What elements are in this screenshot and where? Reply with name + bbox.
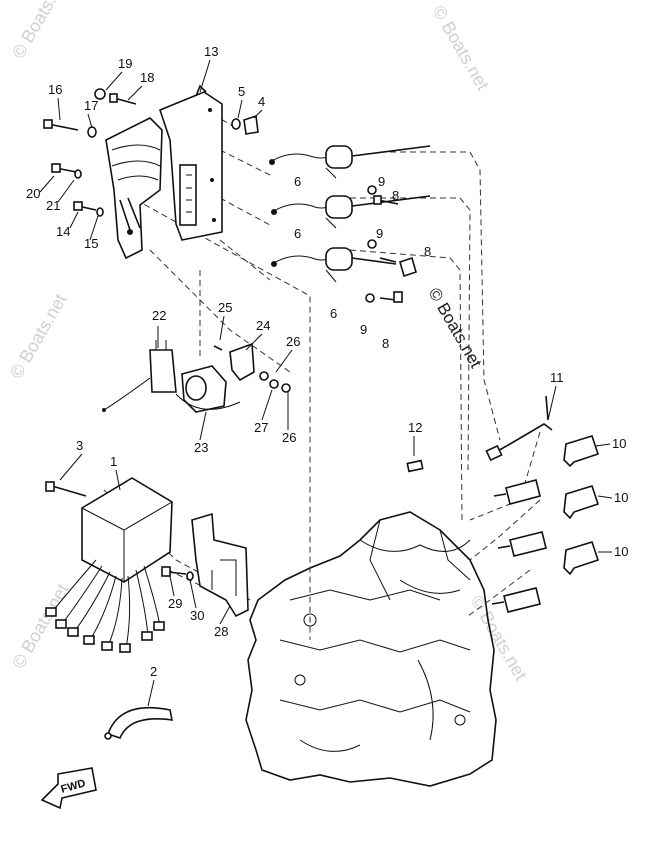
- label-27: 27: [254, 420, 268, 435]
- fasteners-top-left: [43, 88, 137, 217]
- label-8-a: 8: [392, 188, 399, 203]
- rectifier-assembly: [102, 340, 291, 413]
- label-5: 5: [238, 84, 245, 99]
- label-10-a: 10: [612, 436, 626, 451]
- part-28-bracket: [161, 512, 249, 618]
- label-23: 23: [194, 440, 208, 455]
- label-26-b: 26: [282, 430, 296, 445]
- label-6-a: 6: [294, 174, 301, 189]
- coil-fasteners: [365, 185, 403, 303]
- part-2-band-clamp: [104, 706, 174, 740]
- label-11: 11: [550, 370, 564, 385]
- callout-leaders: [39, 59, 613, 707]
- part-number-labels: 13 19 18 16 17 5 4 20 21 14 15 6 9 8 6 9…: [26, 44, 628, 679]
- label-8-c: 8: [382, 336, 389, 351]
- label-2: 2: [150, 664, 157, 679]
- ignition-coil-3: [271, 247, 417, 283]
- label-14: 14: [56, 224, 70, 239]
- spark-plug-3: [491, 541, 600, 613]
- label-29: 29: [168, 596, 182, 611]
- label-25: 25: [218, 300, 232, 315]
- fwd-direction-arrow: FWD: [40, 767, 97, 810]
- spark-plug-2: [497, 485, 600, 557]
- parts-4-5: [231, 114, 259, 135]
- watermark-mid-left: © Boats.net: [6, 290, 70, 382]
- label-30: 30: [190, 608, 204, 623]
- part-12-pin: [406, 459, 424, 473]
- part-11-sensor: [485, 395, 553, 462]
- label-10-b: 10: [614, 490, 628, 505]
- ignition-coil-2: [271, 195, 431, 229]
- label-4: 4: [258, 94, 265, 109]
- label-19: 19: [118, 56, 132, 71]
- spark-plug-1: [493, 435, 600, 505]
- label-28: 28: [214, 624, 228, 639]
- watermark-top-left: © Boats.net: [8, 0, 72, 62]
- label-21: 21: [46, 198, 60, 213]
- label-17: 17: [84, 98, 98, 113]
- label-10-c: 10: [614, 544, 628, 559]
- label-9-b: 9: [376, 226, 383, 241]
- watermark-center: © Boats.net: [425, 285, 486, 372]
- label-20: 20: [26, 186, 40, 201]
- label-24: 24: [256, 318, 270, 333]
- label-15: 15: [84, 236, 98, 251]
- cdi-unit: [45, 477, 173, 653]
- label-9-a: 9: [378, 174, 385, 189]
- label-9-c: 9: [360, 322, 367, 337]
- label-1: 1: [110, 454, 117, 469]
- label-6-b: 6: [294, 226, 301, 241]
- coil-bracket-assembly: [105, 117, 163, 260]
- label-18: 18: [140, 70, 154, 85]
- label-16: 16: [48, 82, 62, 97]
- ignition-coil-1: [269, 145, 431, 179]
- watermark-top-right: © Boats.net: [429, 2, 493, 94]
- part-13-mounting-plate: [159, 84, 223, 241]
- label-12: 12: [408, 420, 422, 435]
- label-3: 3: [76, 438, 83, 453]
- label-13: 13: [204, 44, 218, 59]
- label-22: 22: [152, 308, 166, 323]
- label-26-a: 26: [286, 334, 300, 349]
- engine-block: [245, 511, 497, 787]
- label-8-b: 8: [424, 244, 431, 259]
- label-6-c: 6: [330, 306, 337, 321]
